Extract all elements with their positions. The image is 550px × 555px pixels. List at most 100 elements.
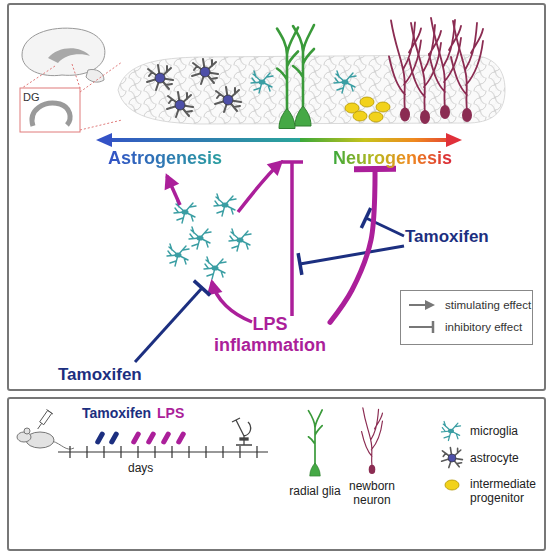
node-text: Neurogenesis (333, 147, 452, 169)
legend-text: stimulating effect (445, 299, 531, 311)
fate-arrow-part (108, 138, 300, 142)
dentate-gyrus-inset (20, 62, 122, 132)
dose-capsules-part (130, 431, 141, 446)
activated-microglia-cluster (167, 194, 251, 279)
dose-capsules-part (160, 431, 171, 446)
fate-arrow-part (300, 138, 448, 142)
lps-effects (167, 162, 292, 322)
legend-text: inhibitory effect (445, 321, 522, 333)
activated-microglia-cluster-part (189, 227, 211, 249)
mouse-injection-part (24, 428, 30, 434)
cell-key-icons (308, 408, 462, 490)
activated-microglia-cluster-part (229, 229, 251, 251)
legend-box: stimulating effect inhibitory effect (400, 290, 533, 345)
outcome-label: Neurogenesis (333, 147, 473, 169)
connector-group (330, 169, 375, 322)
intermediate-progenitors-part (360, 97, 374, 107)
brain-sketch-part (22, 64, 80, 88)
dose-capsules-part (145, 431, 156, 446)
cell-key-icons-part (445, 480, 459, 490)
annotation-label: Tamoxifen (82, 406, 162, 420)
dentate-gyrus-inset-part (20, 88, 80, 132)
annotation-label: DG (23, 90, 53, 104)
legend-sample (407, 298, 439, 312)
stimulus-label: LPS inflammation (210, 314, 330, 356)
legend-sample (407, 320, 439, 334)
radial-glia-cells (277, 25, 314, 129)
brain-sketch-part (48, 48, 90, 63)
top-panel-frame (8, 4, 545, 390)
microscope-icon-part (232, 418, 252, 445)
intermediate-progenitors (345, 97, 390, 122)
annotation-label: astrocyte (470, 451, 540, 465)
legend-line-sample (409, 326, 433, 328)
mouse-injection-part-part (34, 410, 53, 432)
dentate-gyrus-inset-part (32, 103, 70, 126)
legend-line-sample (409, 304, 433, 306)
tamoxifen-effects-part (300, 246, 404, 264)
timeline-part (58, 451, 268, 452)
treatment-label: Tamoxifen (58, 365, 158, 385)
lps-effects-part (238, 162, 281, 212)
node-text: Astrogenesis (108, 147, 222, 169)
brain-sketch-part (22, 28, 105, 75)
mouse-injection-part (34, 410, 53, 432)
bottom-panel-frame (8, 398, 545, 550)
lps-effects-part (167, 176, 180, 205)
activated-microglia-cluster-part (204, 257, 226, 279)
lps-effects-part (290, 162, 294, 316)
radial-glia-cells-part (293, 25, 314, 126)
timeline (58, 446, 268, 458)
legend-bar-sample (432, 321, 435, 333)
annotation-label: radial glia (280, 484, 350, 498)
annotation-label: newborn neuron (342, 479, 402, 507)
microscope-icon (232, 418, 252, 445)
microglia-in-layer-part (334, 71, 356, 93)
mouse-injection-part-part (40, 410, 52, 424)
cell-key-icons-part (308, 410, 322, 476)
dentate-gyrus-inset-part (80, 62, 122, 130)
inhibitory-connector (330, 169, 375, 322)
activated-microglia-cluster-part (174, 201, 196, 223)
node-text: LPS inflammation (210, 314, 330, 356)
cell-key-icons-part (442, 448, 463, 468)
node-text: Tamoxifen (405, 227, 489, 247)
dose-capsules-part (108, 431, 119, 446)
dose-capsules-part (94, 431, 105, 446)
microscope-icon-part (240, 438, 248, 440)
treatment-label: Tamoxifen (405, 227, 505, 247)
node-text: Tamoxifen (58, 365, 142, 385)
tamoxifen-effects-part (135, 288, 202, 362)
brain-sketch (22, 28, 105, 88)
mouse-injection-part (52, 441, 74, 449)
newborn-neurons (389, 18, 483, 124)
intermediate-progenitors-part (353, 111, 367, 121)
dose-capsules-part (175, 431, 186, 446)
annotation-label: microglia (470, 424, 540, 438)
astrocytes-part (147, 65, 173, 90)
tamoxifen-effects (135, 218, 404, 362)
legend-entry: inhibitory effect (407, 320, 522, 334)
timeline-part (70, 446, 257, 458)
lps-effects-part (212, 282, 252, 322)
cell-key-icons-part (441, 421, 460, 440)
annotation-label: days (128, 461, 168, 475)
newborn-neurons-part (451, 21, 483, 122)
tamoxifen-effects-part (366, 218, 404, 236)
astrocytes-part (192, 59, 218, 84)
newborn-neurons-part (389, 21, 421, 122)
legend-entry: stimulating effect (407, 298, 531, 312)
cell-key-icons-part (362, 408, 383, 474)
dose-capsules (94, 431, 186, 446)
mouse-injection (17, 410, 74, 450)
astrocytes (147, 59, 241, 117)
intermediate-progenitors-part (376, 102, 390, 112)
fate-arrow-part (96, 133, 112, 147)
astrocytes-part (167, 92, 193, 117)
brain-sketch-part (86, 69, 104, 82)
intermediate-progenitors-part (369, 112, 383, 122)
activated-microglia-cluster-part (167, 244, 189, 266)
